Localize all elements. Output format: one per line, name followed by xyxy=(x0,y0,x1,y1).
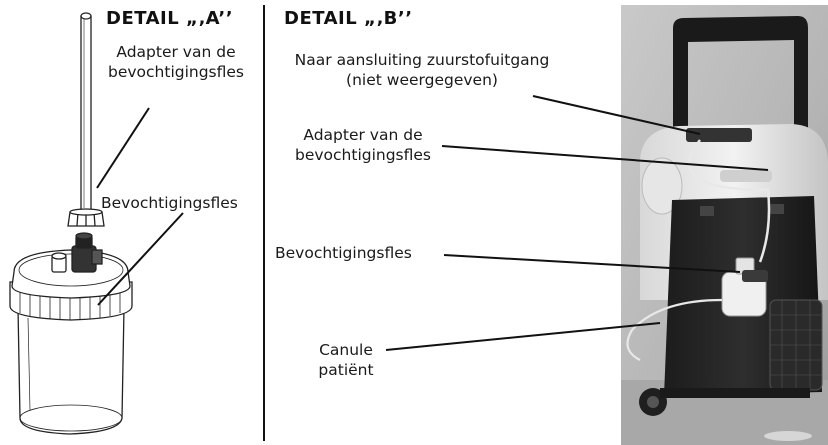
detail-b-outlet-label: Naar aansluiting zuurstofuitgang (niet w… xyxy=(272,50,572,90)
detail-a-title: DETAIL „‚A’’ xyxy=(106,8,233,29)
detail-b-adapter-label-line1: Adapter van de xyxy=(278,125,448,145)
detail-b-cannula-label-line2: patiënt xyxy=(310,360,382,380)
detail-b-cannula-label-line1: Canule xyxy=(310,340,382,360)
detail-b-adapter-label-line2: bevochtigingsfles xyxy=(278,145,448,165)
detail-b-adapter-label: Adapter van de bevochtigingsfles xyxy=(278,125,448,165)
detail-a-adapter-label-line1: Adapter van de xyxy=(90,42,262,62)
detail-b-title: DETAIL „‚B’’ xyxy=(284,8,413,29)
detail-a-bottle-label: Bevochtigingsfles xyxy=(101,193,238,213)
detail-b-bottle-label: Bevochtigingsfles xyxy=(275,243,412,263)
detail-b-outlet-label-line2: (niet weergegeven) xyxy=(272,70,572,90)
detail-a-adapter-label: Adapter van de bevochtigingsfles xyxy=(90,42,262,82)
detail-a-adapter-label-line2: bevochtigingsfles xyxy=(90,62,262,82)
detail-b-outlet-label-line1: Naar aansluiting zuurstofuitgang xyxy=(272,50,572,70)
section-divider xyxy=(263,5,265,441)
cannula-leader-line-b xyxy=(386,323,660,350)
detail-b-cannula-label: Canule patiënt xyxy=(310,340,382,380)
